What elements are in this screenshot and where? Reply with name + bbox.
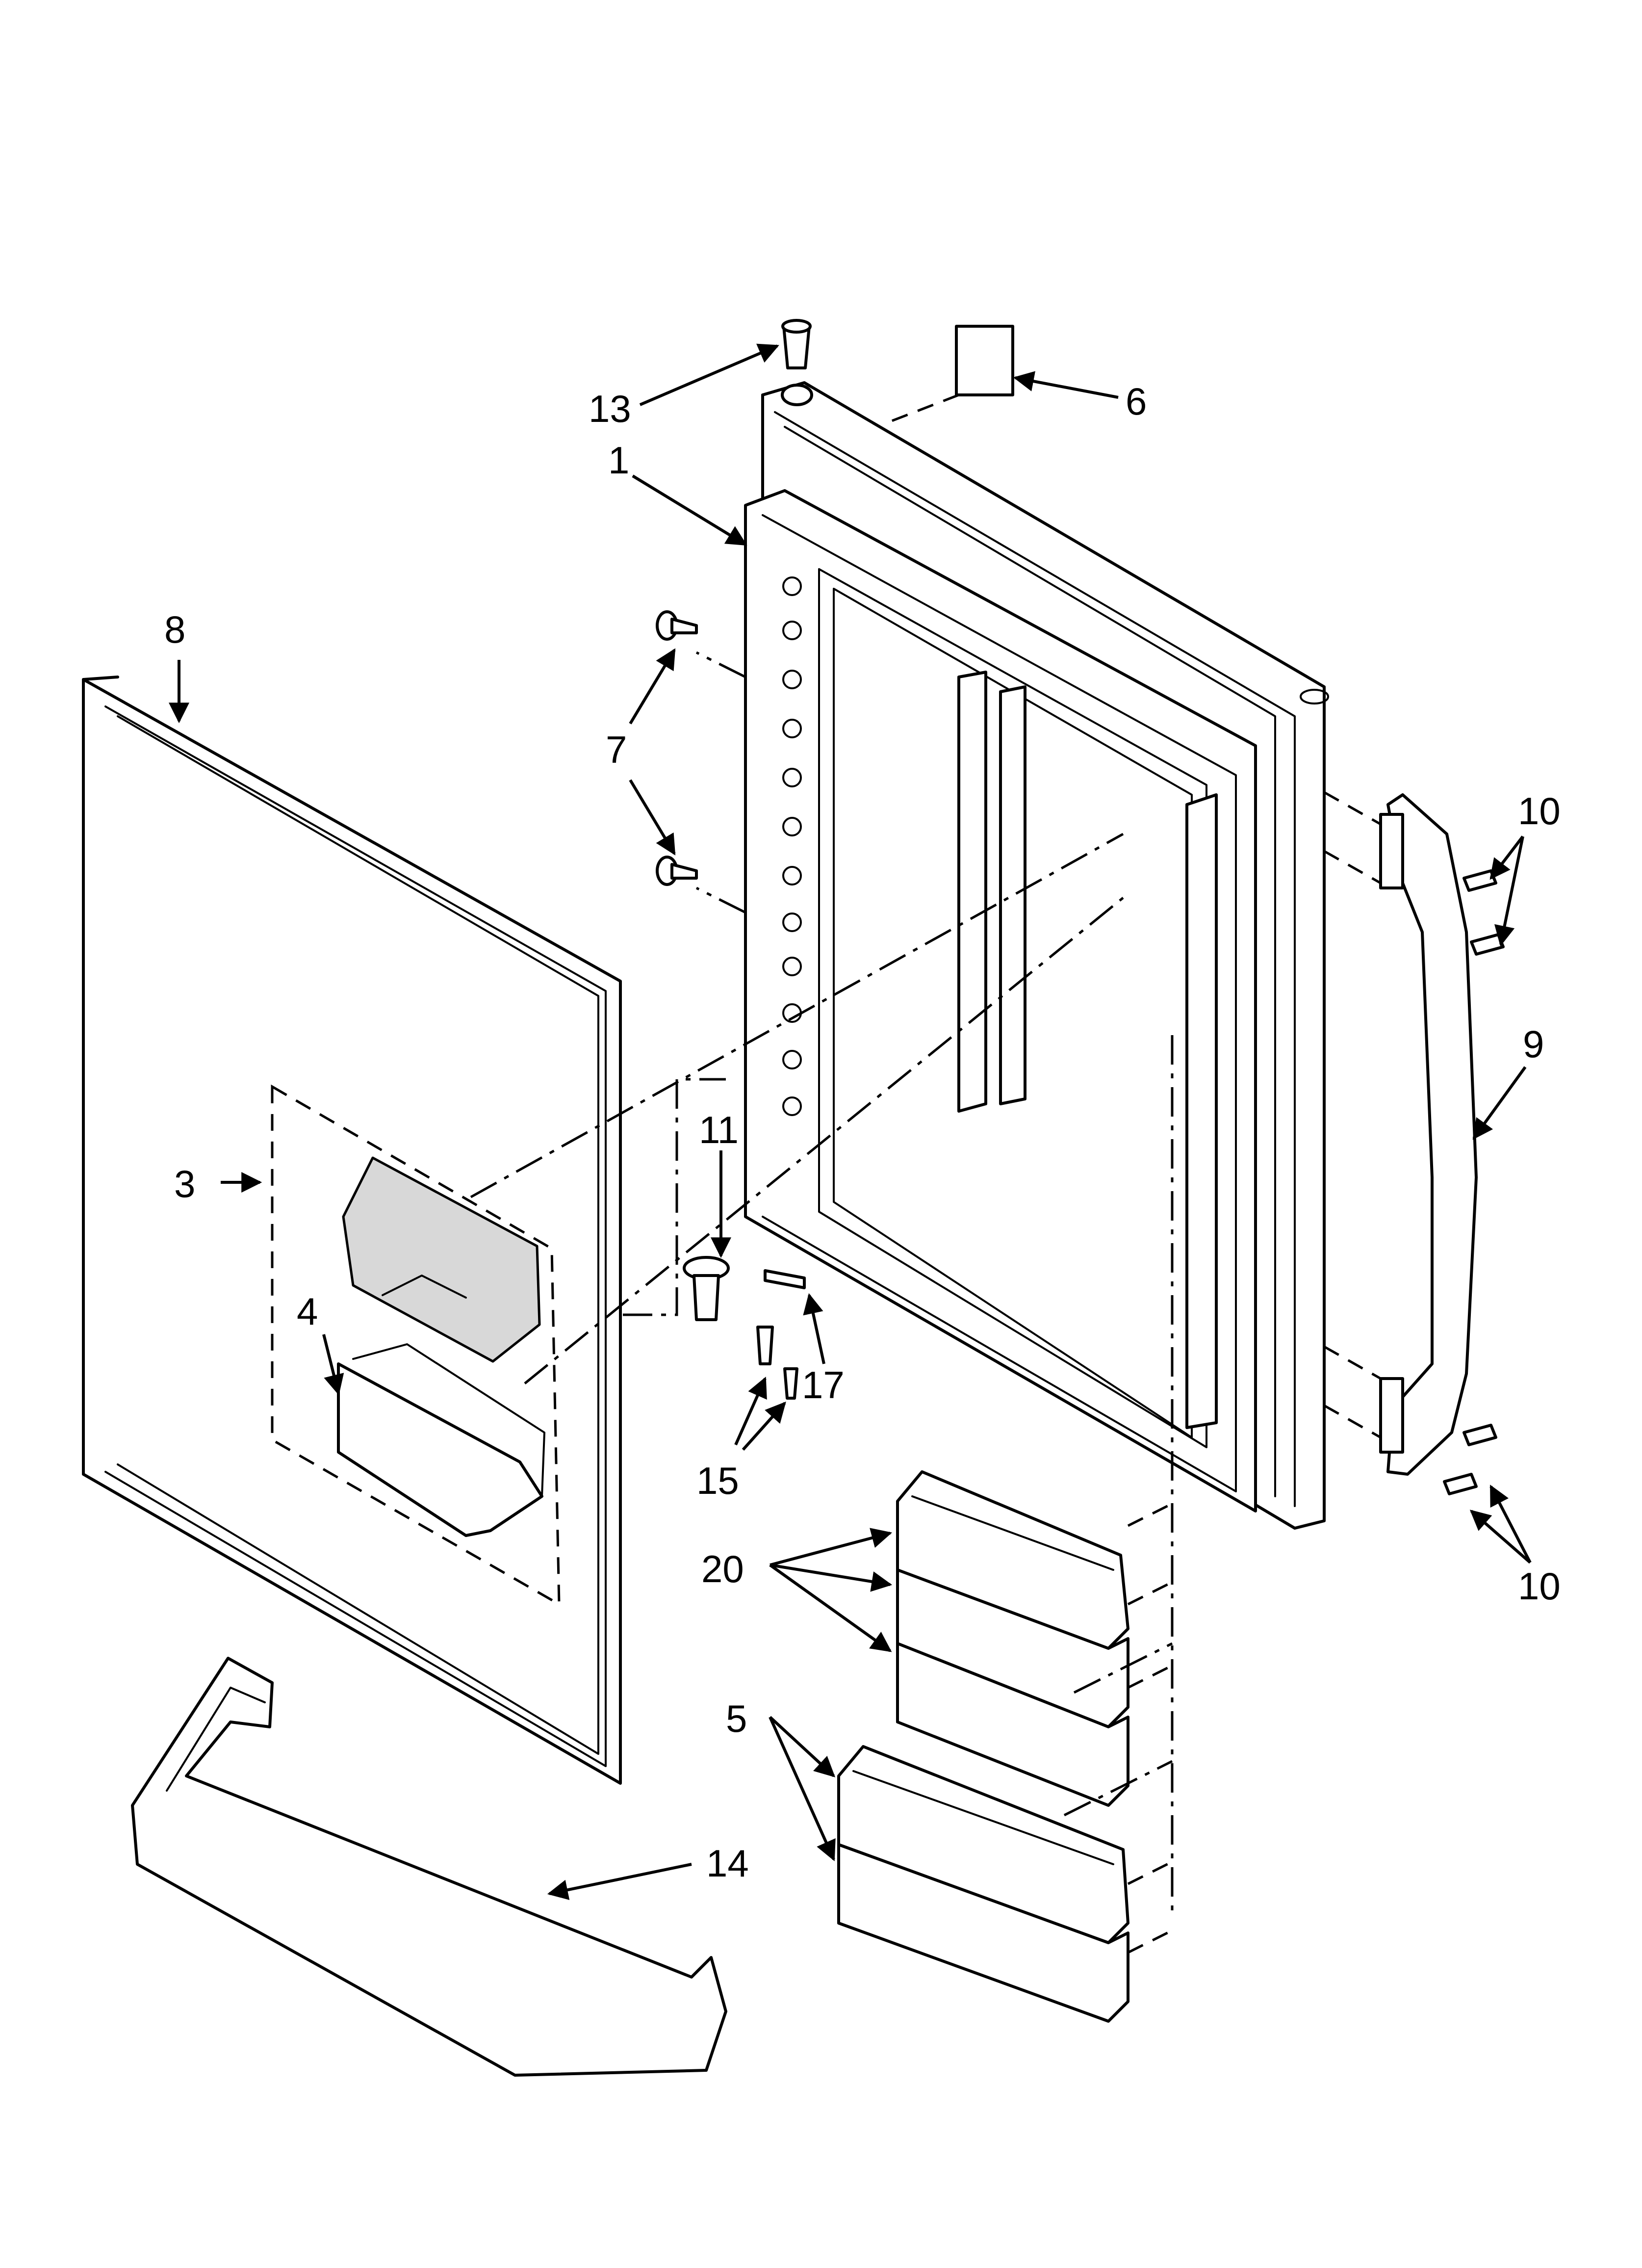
bottom-door-bin	[131, 1657, 727, 2077]
label-sticker	[955, 325, 1014, 396]
callout-7: 7	[606, 728, 627, 771]
door-bins-lower	[837, 1745, 1129, 2023]
lower-bushing	[683, 1256, 730, 1321]
callout-15: 15	[696, 1459, 739, 1502]
door-bins-upper	[896, 1470, 1129, 1807]
callout-17: 17	[802, 1363, 845, 1407]
callout-11: 11	[699, 1108, 739, 1151]
leader-lines	[169, 343, 1532, 1900]
callout-14: 14	[706, 1842, 749, 1885]
callout-10-upper: 10	[1518, 789, 1561, 833]
callout-9: 9	[1523, 1022, 1544, 1066]
callout-4: 4	[297, 1290, 318, 1333]
dispenser-outline	[271, 1084, 561, 1607]
callout-10-lower: 10	[1518, 1564, 1561, 1608]
hinge-bushing	[781, 319, 812, 369]
callout-6: 6	[1126, 380, 1147, 423]
dispenser-housing	[342, 1156, 541, 1363]
callout-5: 5	[726, 1697, 747, 1740]
callout-3: 3	[174, 1162, 195, 1205]
door-screws	[656, 610, 698, 886]
callout-20: 20	[701, 1547, 744, 1590]
callout-13: 13	[589, 387, 631, 430]
callouts: 13 6 1 8 7 10 9 11 3 4 17 15 20 10 5 14	[164, 380, 1561, 1885]
lower-hinge-hardware	[756, 1269, 806, 1400]
dispenser-tray	[337, 1343, 545, 1537]
door-handle	[1379, 793, 1478, 1476]
callout-1: 1	[608, 439, 629, 482]
door-assembly	[744, 381, 1329, 1530]
callout-8: 8	[164, 608, 185, 651]
